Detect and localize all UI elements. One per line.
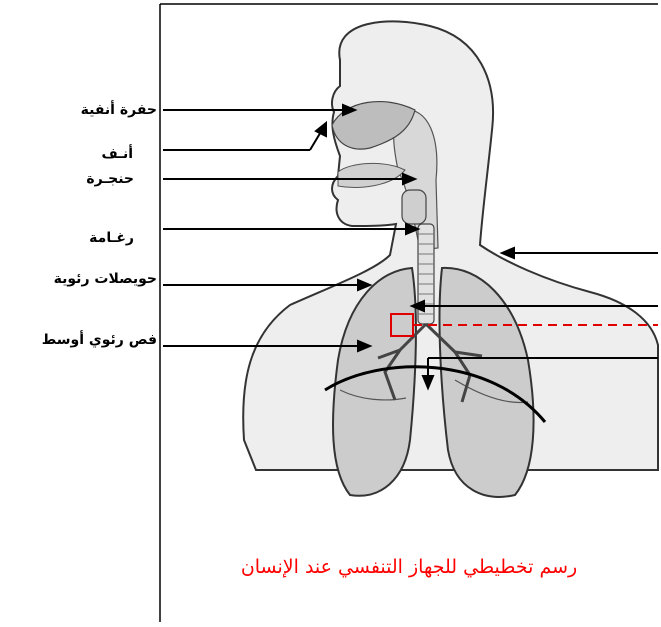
- larynx-shape: [402, 190, 426, 224]
- label-middle-lobe: فص رئوي أوسط: [42, 332, 157, 348]
- label-trachea: رغـامة: [89, 230, 134, 246]
- label-larynx: حنجـرة: [86, 171, 134, 187]
- diagram-caption: رسم تخطيطي للجهاز التنفسي عند الإنسان: [160, 556, 658, 578]
- label-nasal-cavity: حفرة أنفية: [81, 102, 157, 118]
- label-alveoli: حويصلات رئوية: [54, 271, 157, 287]
- label-nose: أنـف: [101, 146, 133, 162]
